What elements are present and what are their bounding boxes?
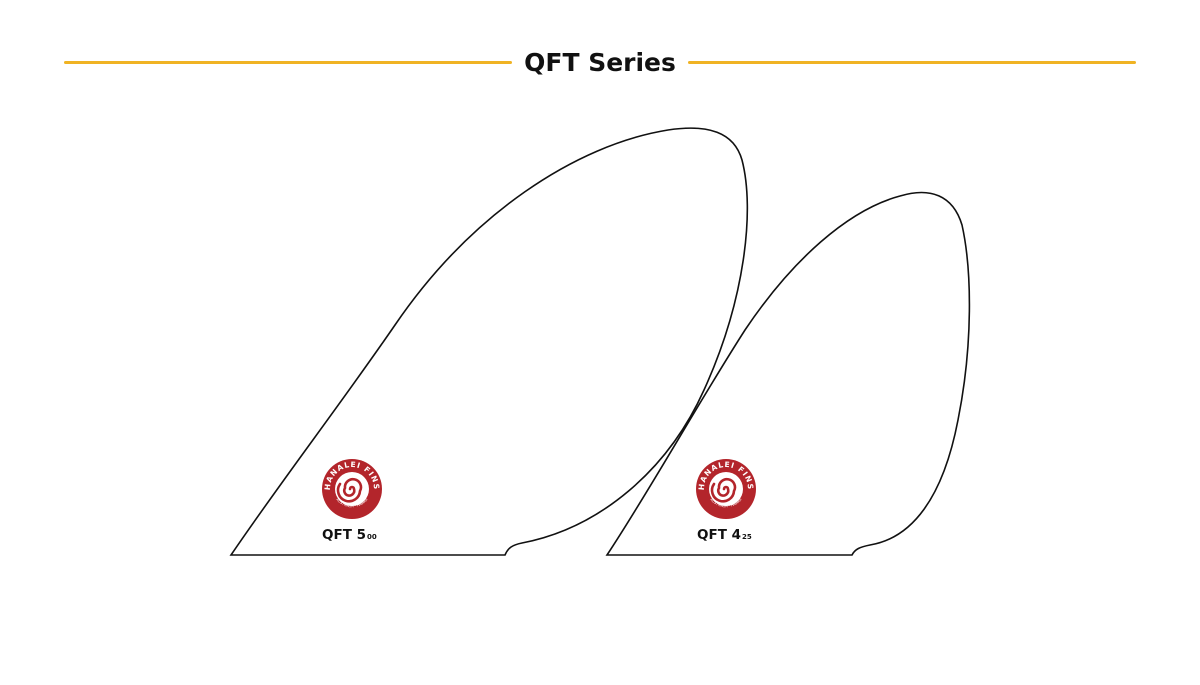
hanalei-logo: HANALEI FINS AUSTRALIA · HAWAII [322,459,382,519]
page-title: QFT Series [524,47,676,77]
logo-inner-circle [335,472,369,506]
fin-qft-500: HANALEI FINS AUSTRALIA · HAWAII QFT 500 [229,127,749,556]
fin-qft-425: HANALEI FINS AUSTRALIA · HAWAII QFT 425 [605,191,971,556]
fin-outline [605,191,971,556]
spiral-wave-icon [710,477,737,503]
logo-inner-circle [709,472,743,506]
left-rule [64,60,513,64]
right-rule [687,60,1137,64]
title-row: QFT Series [64,40,1137,84]
spiral-wave-icon [336,477,363,503]
fin-model-label: QFT 425 [697,527,752,543]
fin-outline [229,127,749,556]
fin-model-label: QFT 500 [322,527,377,543]
hanalei-logo: HANALEI FINS AUSTRALIA · HAWAII [696,459,756,519]
